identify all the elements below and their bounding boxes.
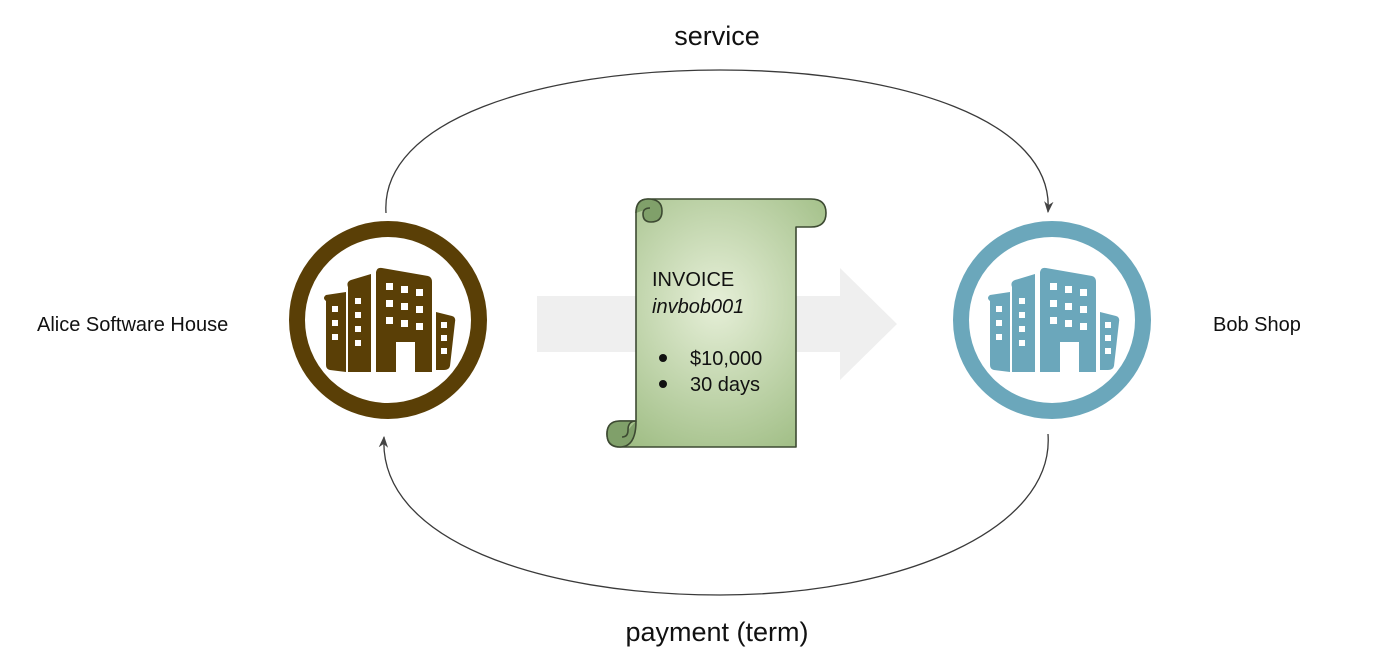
invoice-item: 30 days	[690, 374, 760, 396]
alice-node	[289, 221, 487, 419]
invoice-id: invbob001	[652, 296, 744, 318]
payment-flow-arrow	[378, 433, 1049, 596]
invoice-item: $10,000	[690, 348, 762, 370]
invoice-scroll: INVOICE invbob001 $10,000 30 days	[606, 198, 827, 448]
service-flow-arrow	[385, 69, 1054, 214]
bob-label: Bob Shop	[1213, 314, 1301, 336]
payment-label: payment (term)	[625, 617, 808, 647]
service-label: service	[674, 21, 760, 51]
alice-label: Alice Software House	[37, 314, 228, 336]
invoice-title: INVOICE	[652, 269, 734, 291]
bullet-icon	[659, 380, 667, 388]
bob-node	[953, 221, 1151, 419]
bullet-icon	[659, 354, 667, 362]
